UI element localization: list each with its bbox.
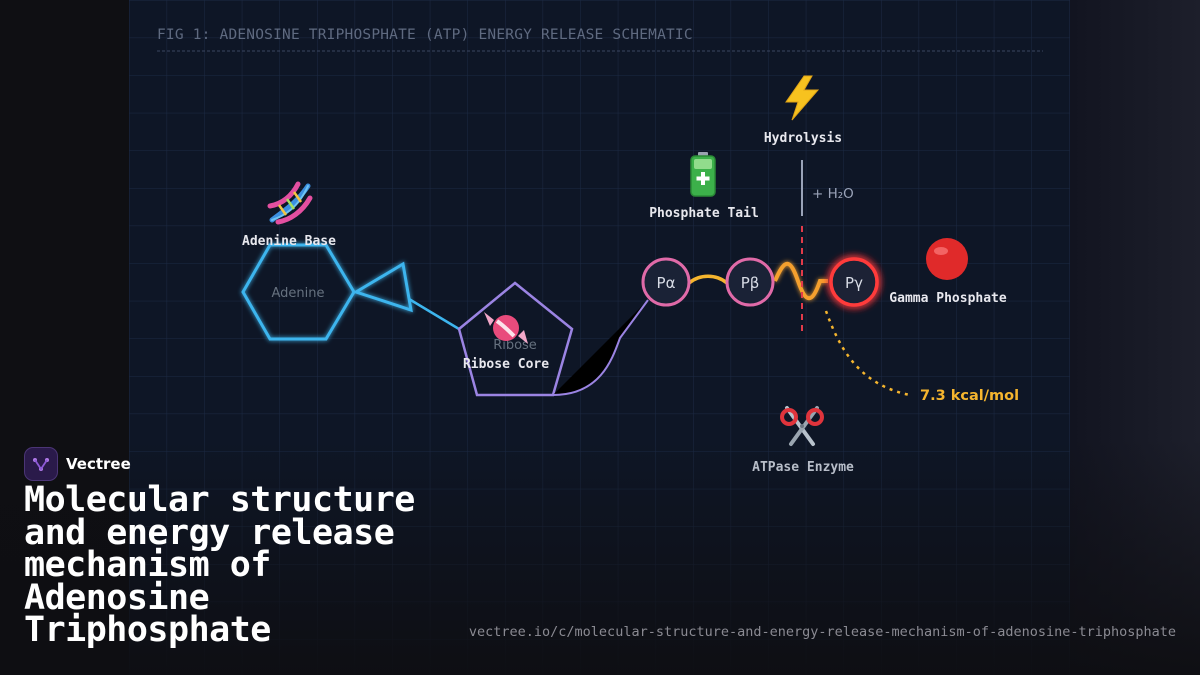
phosphate-tail-label: Phosphate Tail	[649, 206, 759, 221]
lightning-icon	[785, 75, 820, 121]
phosphate-alpha: Pα	[641, 257, 691, 307]
water-label: + H₂O	[812, 186, 854, 202]
high-energy-bond	[773, 261, 828, 301]
phosphate-gamma-symbol: Pγ	[845, 274, 863, 292]
ester-linker-edge	[552, 299, 649, 396]
battery-icon	[690, 152, 716, 197]
scissors-icon	[780, 406, 824, 446]
energy-value: 7.3 kcal/mol	[920, 388, 1019, 404]
phosphate-gamma: Pγ	[829, 257, 879, 307]
adenine-ring-text: Adenine	[271, 286, 324, 301]
phosphate-alpha-symbol: Pα	[657, 274, 676, 292]
adenine-base-label: Adenine Base	[242, 234, 336, 249]
glycosidic-bond	[408, 297, 460, 331]
candy-icon	[484, 312, 528, 344]
figure-heading: FIG 1: ADENOSINE TRIPHOSPHATE (ATP) ENER…	[157, 27, 693, 43]
atpase-enzyme-label: ATPase Enzyme	[752, 460, 854, 475]
bond-alpha-beta	[687, 274, 729, 285]
hydrolysis-label: Hydrolysis	[764, 131, 842, 146]
brand-name: Vectree	[66, 455, 131, 473]
phosphate-beta-symbol: Pβ	[741, 274, 760, 292]
page-url[interactable]: vectree.io/c/molecular-structure-and-ene…	[468, 624, 1176, 640]
ester-linker	[553, 300, 648, 395]
page-title: Molecular structure and energy release m…	[24, 480, 415, 650]
phosphate-beta: Pβ	[725, 257, 775, 307]
gamma-phosphate-label: Gamma Phosphate	[889, 291, 1007, 306]
ribose-ring-text: Ribose	[493, 338, 537, 353]
adenine-side-ring	[352, 261, 413, 313]
ribose-core-label: Ribose Core	[463, 357, 549, 372]
red-circle-icon	[926, 238, 968, 280]
ribose-pentagon	[457, 281, 574, 397]
vectree-logo-icon	[24, 447, 58, 481]
dna-icon	[267, 181, 313, 225]
brand[interactable]: Vectree	[24, 447, 131, 481]
